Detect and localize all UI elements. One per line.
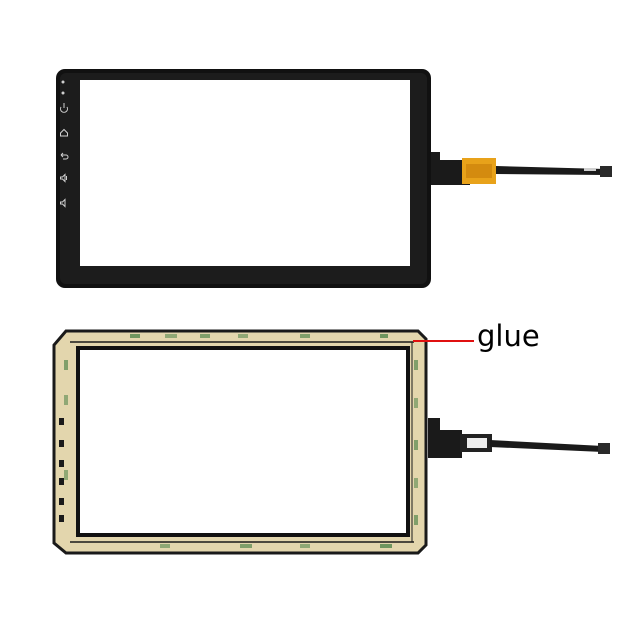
tape-print-marks (64, 334, 418, 548)
top-flex-cable (428, 152, 612, 185)
bottom-fpc-label (467, 438, 487, 448)
bottom-screen-area (76, 346, 410, 537)
side-buttons (60, 80, 69, 208)
top-screen-area (80, 80, 410, 266)
bottom-touch-panel (52, 329, 610, 555)
home-icon (60, 128, 68, 137)
mic-dot-icon (61, 80, 65, 84)
volume-down-icon (60, 198, 66, 208)
left-contacts (59, 418, 64, 522)
bottom-flex-cable (428, 418, 610, 458)
back-icon (60, 152, 69, 160)
top-touch-panel (56, 69, 612, 288)
power-icon (60, 103, 68, 113)
volume-up-icon (60, 173, 67, 183)
reset-dot-icon (61, 91, 65, 95)
glue-callout-label: glue (477, 319, 540, 353)
